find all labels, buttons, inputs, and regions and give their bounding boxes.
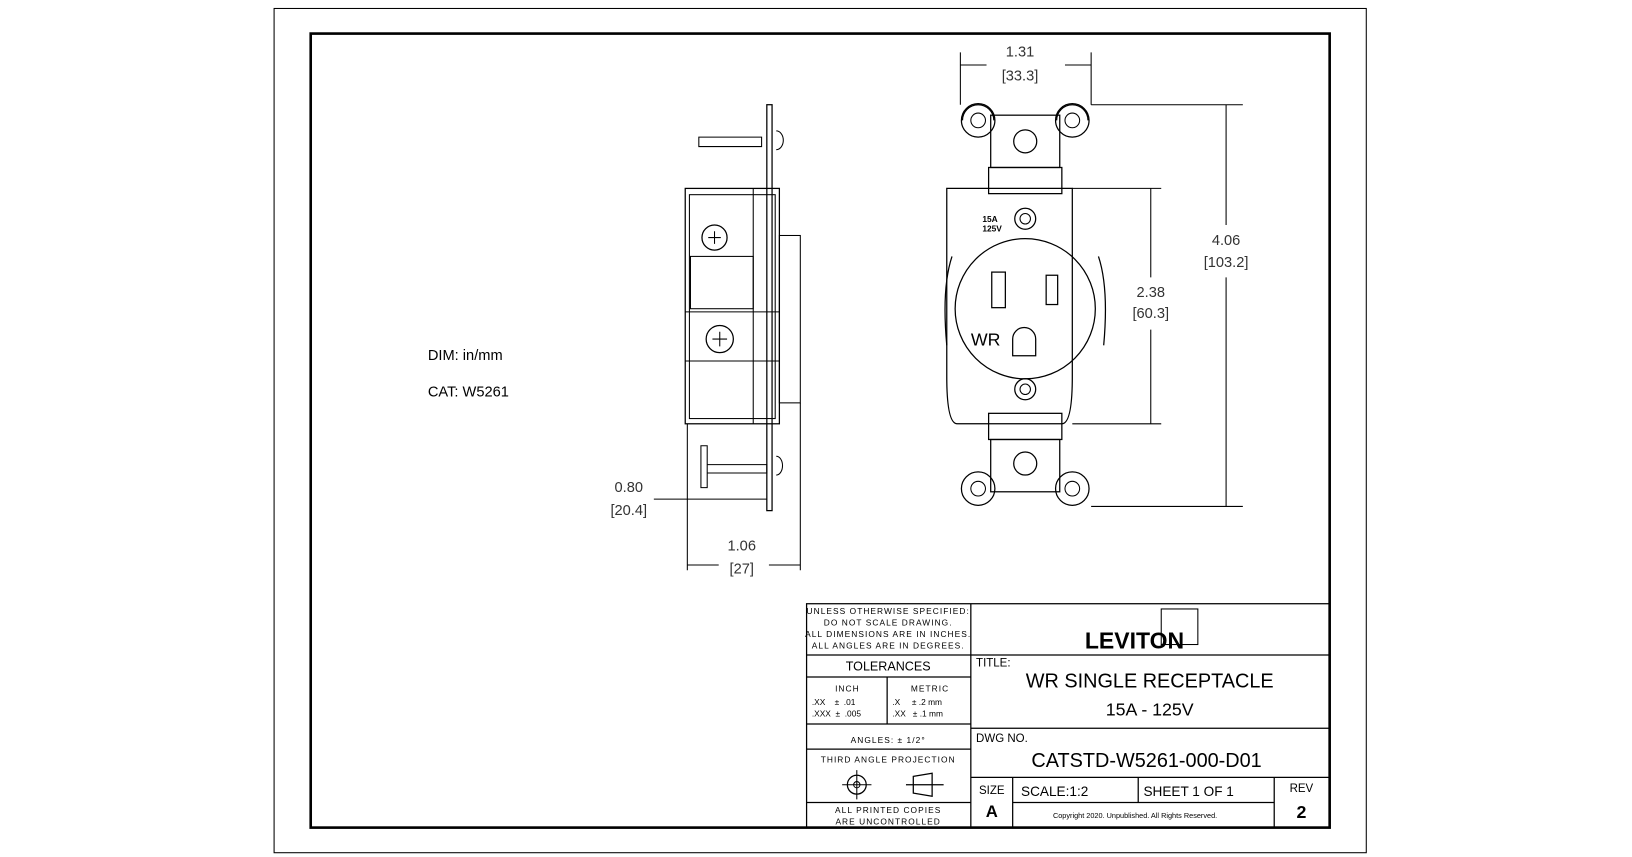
dimension-lines <box>653 52 1243 571</box>
drawing-subtitle: 15A - 125V <box>1106 700 1194 720</box>
rev-value: 2 <box>1296 802 1306 822</box>
front-view: WR 15A 125V <box>944 103 1107 507</box>
size-value: A <box>986 802 998 821</box>
ground-screw-icon <box>1013 451 1038 476</box>
unless-note: ALL DIMENSIONS ARE IN INCHES. <box>805 629 971 639</box>
inch-row: .XXX ± .005 <box>812 709 862 719</box>
dim-strap-in: 0.80 <box>615 480 643 496</box>
title-block <box>805 603 1331 829</box>
outer-border <box>273 7 1367 854</box>
tolerances-heading: TOLERANCES <box>846 660 931 674</box>
svg-text:LEVITON: LEVITON <box>1085 628 1184 654</box>
unless-note: ALL ANGLES ARE IN DEGREES. <box>812 641 965 651</box>
inch-row: .XX ± .01 <box>812 697 856 707</box>
catalog-note: CAT: W5261 <box>428 385 509 401</box>
units-note: DIM: in/mm <box>428 348 503 364</box>
copyright: Copyright 2020. Unpublished. All Rights … <box>1053 811 1217 820</box>
dim-height-mm: [103.2] <box>1204 255 1249 271</box>
dim-depth-in: 1.06 <box>727 538 755 554</box>
receptacle-face <box>954 237 1096 380</box>
inch-label: INCH <box>835 684 860 694</box>
unless-note: DO NOT SCALE DRAWING. <box>824 618 953 628</box>
drawing-number: CATSTD-W5261-000-D01 <box>1031 750 1261 772</box>
side-view <box>684 104 801 512</box>
projection-label: THIRD ANGLE PROJECTION <box>821 755 956 765</box>
title-label: TITLE: <box>976 658 1011 670</box>
third-angle-projection-icon <box>842 770 944 800</box>
ground-screw-icon <box>1013 129 1038 154</box>
copies-note: ALL PRINTED COPIES <box>835 805 941 815</box>
dim-body-in: 2.38 <box>1137 285 1165 301</box>
unless-note: UNLESS OTHERWISE SPECIFIED: <box>807 606 970 616</box>
metric-label: METRIC <box>911 684 949 694</box>
dim-strap-mm: [20.4] <box>610 503 647 519</box>
copies-note: ARE UNCONTROLLED <box>835 816 940 826</box>
sheet: SHEET 1 OF 1 <box>1143 784 1233 799</box>
rev-label: REV <box>1290 783 1314 795</box>
dim-body-mm: [60.3] <box>1132 306 1169 322</box>
angles-tolerance: ANGLES: ± 1/2° <box>851 735 926 745</box>
hot-slot <box>1045 274 1059 306</box>
leviton-logo: LEVITON <box>1085 608 1199 654</box>
scale: SCALE:1:2 <box>1021 784 1088 799</box>
dwg-label: DWG NO. <box>976 733 1028 745</box>
drawing-title: WR SINGLE RECEPTACLE <box>1026 670 1274 692</box>
dim-depth-mm: [27] <box>730 561 754 577</box>
terminal-screw-icon <box>701 224 728 251</box>
terminal-screw-icon <box>705 324 734 354</box>
dim-height-in: 4.06 <box>1212 233 1240 249</box>
size-label: SIZE <box>979 785 1005 797</box>
rating-amp: 15A <box>982 214 997 224</box>
face-mark: WR <box>971 329 1001 349</box>
rating-volt: 125V <box>982 223 1002 233</box>
ground-slot <box>1012 327 1037 357</box>
dim-width-in: 1.31 <box>1006 45 1034 61</box>
metric-row: .X ± .2 mm <box>892 697 942 707</box>
dim-width-mm: [33.3] <box>1002 69 1039 85</box>
neutral-slot <box>991 271 1006 309</box>
metric-row: .XX ± .1 mm <box>892 709 943 719</box>
